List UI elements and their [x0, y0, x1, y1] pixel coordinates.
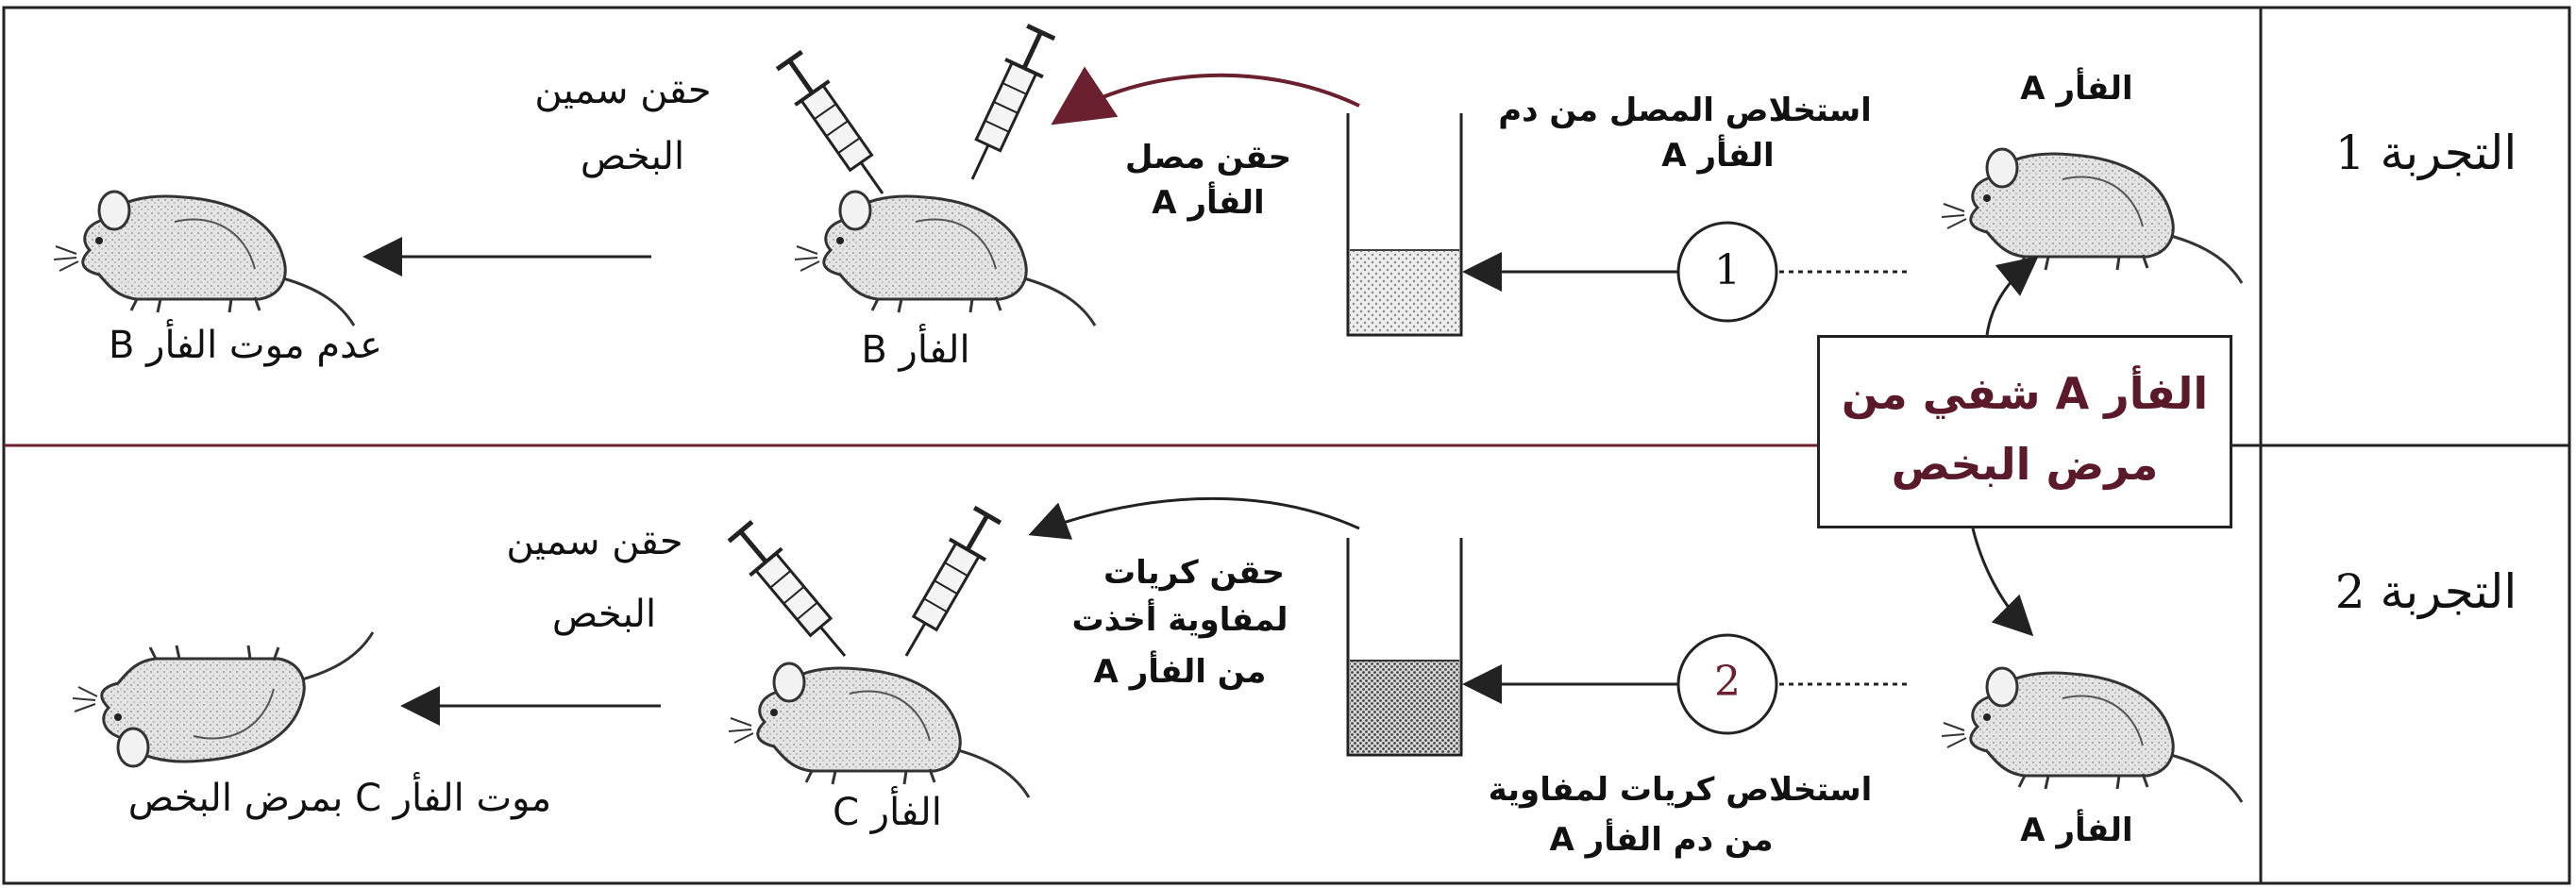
mouse-a-bottom [1940, 666, 2244, 804]
mouse-a-top [1940, 147, 2244, 285]
row-label-2: التجربة 2 [2334, 564, 2517, 619]
exp2-inject-cells-line3: من الفأر A [1093, 653, 1267, 691]
note-box: الفأر A شفي من مرض البخص [1817, 335, 2232, 528]
exp2-extract-line1: استخلاص كريات لمفاوية [1488, 771, 1873, 809]
syringe-toxin-2 [725, 518, 861, 669]
note-line1: الفأر A شفي من [1841, 368, 2209, 419]
step-number-1: 1 [1714, 246, 1741, 294]
exp2-mouse-a-label: الفأر A [2020, 812, 2133, 849]
exp1-extract-line1: استخلاص المصل من دم [1498, 92, 1872, 129]
row-label-1: التجربة 1 [2334, 126, 2517, 180]
exp1-toxin-line1: حقن سمين [534, 69, 712, 112]
exp2-extract-line2: من دم الفأر A [1549, 821, 1774, 859]
step-number-2: 2 [1714, 658, 1741, 706]
mouse-c [727, 662, 1031, 799]
mouse-c-dead [71, 630, 375, 768]
exp1-inject-serum-line1: حقن مصل [1124, 139, 1292, 176]
exp1-toxin-line2: البخص [580, 135, 685, 178]
mouse-b-alive [52, 190, 356, 327]
exp1-inject-serum-line2: الفأر A [1152, 184, 1265, 222]
syringe-cells-2 [888, 505, 1005, 666]
exp2-inject-cells-line2: لمفاوية أخذت [1071, 601, 1288, 639]
exp1-mouse-a-label: الفأر A [2020, 70, 2133, 108]
exp1-mouse-b-label: الفأر B [861, 328, 970, 372]
exp2-toxin-line1: حقن سمين [506, 520, 683, 563]
syringe-toxin-1 [772, 48, 900, 205]
exp2-toxin-line2: البخص [551, 593, 657, 636]
mouse-b [793, 190, 1097, 327]
exp1-extract-line2: الفأر A [1661, 137, 1775, 175]
exp2-inject-cells-line1: حقن كريات [1103, 554, 1286, 592]
exp2-result: موت الفأر C بمرض البخص [127, 777, 552, 820]
syringe-serum-1 [953, 24, 1060, 188]
note-line2: مرض البخص [1891, 439, 2159, 490]
exp1-result: عدم موت الفأر B [108, 324, 382, 367]
exp2-mouse-c-label: الفأر C [833, 791, 942, 834]
